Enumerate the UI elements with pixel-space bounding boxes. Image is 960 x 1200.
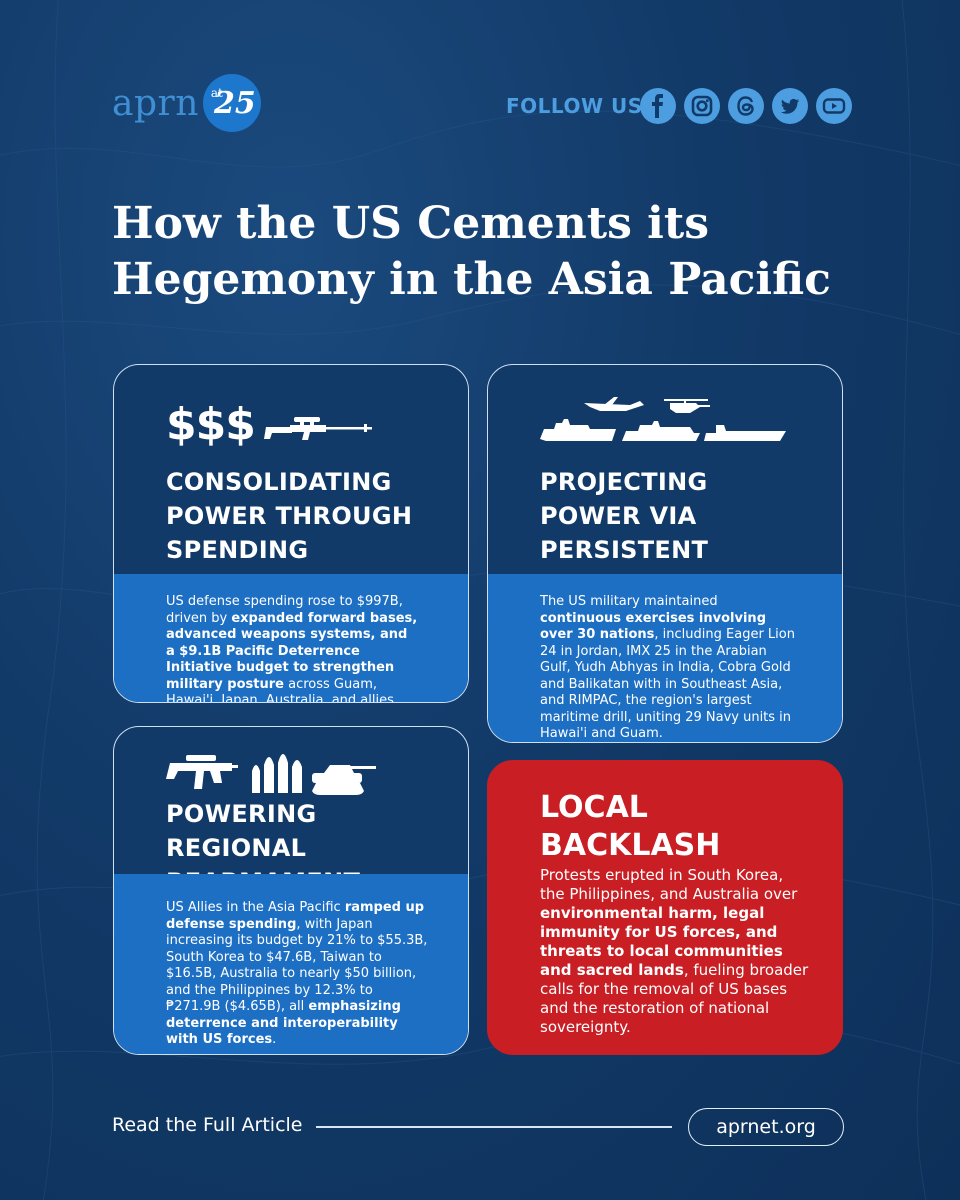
body-text: , fueling broader calls for the removal … <box>540 961 809 1036</box>
rifle-icon <box>264 417 372 440</box>
aprn-logo[interactable]: aprn at 25 <box>112 74 261 132</box>
footer-divider <box>316 1126 672 1128</box>
card-backlash: LOCAL BACKLASH Protests erupted in South… <box>487 760 843 1055</box>
card-rearmament: POWERING REGIONAL REARMAMENT US Allies i… <box>113 726 469 1055</box>
logo-number: 25 <box>214 85 256 121</box>
card-presence-body: The US military maintained continuous ex… <box>540 594 798 742</box>
body-bold: emphasizing deterrence and interoperabil… <box>166 999 401 1047</box>
body-bold: ramped up defense spending <box>166 900 425 932</box>
card-backlash-body: Protests erupted in South Korea, the Phi… <box>540 866 810 1037</box>
body-text: . <box>272 1032 277 1047</box>
card-rearmament-body: US Allies in the Asia Pacific ramped up … <box>166 900 430 1049</box>
body-bold: expanded forward bases, advanced weapons… <box>166 610 418 692</box>
body-text: The US military maintained <box>540 594 718 609</box>
logo-badge: at 25 <box>202 74 261 132</box>
title-line-2: Hegemony in the Asia Pacific <box>112 254 831 305</box>
body-text: , with Japan increasing its budget by 21… <box>166 916 428 1015</box>
body-text: Protests erupted in South Korea, the Phi… <box>540 866 798 903</box>
card-spending-heading: CONSOLIDATING POWER THROUGH SPENDING <box>166 468 413 564</box>
weapons-icon <box>166 754 376 795</box>
logo-at: at <box>210 86 223 100</box>
logo-wordmark: aprn <box>112 82 199 124</box>
instagram-icon[interactable] <box>684 88 720 124</box>
military-vehicles-icon <box>540 397 786 441</box>
follow-us-label: FOLLOW US <box>506 94 643 118</box>
body-text: across Guam, Hawai'i, Japan, Australia, … <box>166 676 398 703</box>
body-text: , including Eager Lion 24 in Jordan, IMX… <box>540 627 795 741</box>
card-rearmament-panel: US Allies in the Asia Pacific ramped up … <box>114 874 468 1054</box>
card-presence: PROJECTING POWER VIA PERSISTENT PRESENCE… <box>487 364 843 743</box>
social-links <box>640 88 852 124</box>
title-line-1: How the US Cements its <box>112 198 709 249</box>
threads-icon[interactable] <box>728 88 764 124</box>
card-spending-panel: US defense spending rose to $997B, drive… <box>114 574 468 702</box>
page-title: How the US Cements its Hegemony in the A… <box>112 196 872 308</box>
website-link[interactable]: aprnet.org <box>688 1108 844 1146</box>
card-presence-panel: The US military maintained continuous ex… <box>488 574 842 742</box>
body-text: US Allies in the Asia Pacific <box>166 900 345 915</box>
youtube-icon[interactable] <box>816 88 852 124</box>
heading-line: BACKLASH <box>540 828 721 863</box>
facebook-icon[interactable] <box>640 88 676 124</box>
card-spending: $$$ CONSOLIDATING POWER THROUGH SPENDING… <box>113 364 469 703</box>
twitter-icon[interactable] <box>772 88 808 124</box>
dollar-signs-icon: $$$ <box>166 399 256 450</box>
read-article-link[interactable]: Read the Full Article <box>112 1114 303 1136</box>
body-bold: continuous exercises involving over 30 n… <box>540 610 766 643</box>
heading-line: LOCAL <box>540 790 648 825</box>
card-spending-body: US defense spending rose to $997B, drive… <box>166 594 418 703</box>
card-backlash-heading: LOCAL BACKLASH <box>540 789 720 865</box>
body-text: US defense spending rose to $997B, drive… <box>166 594 403 626</box>
body-bold: environmental harm, legal immunity for U… <box>540 904 783 979</box>
